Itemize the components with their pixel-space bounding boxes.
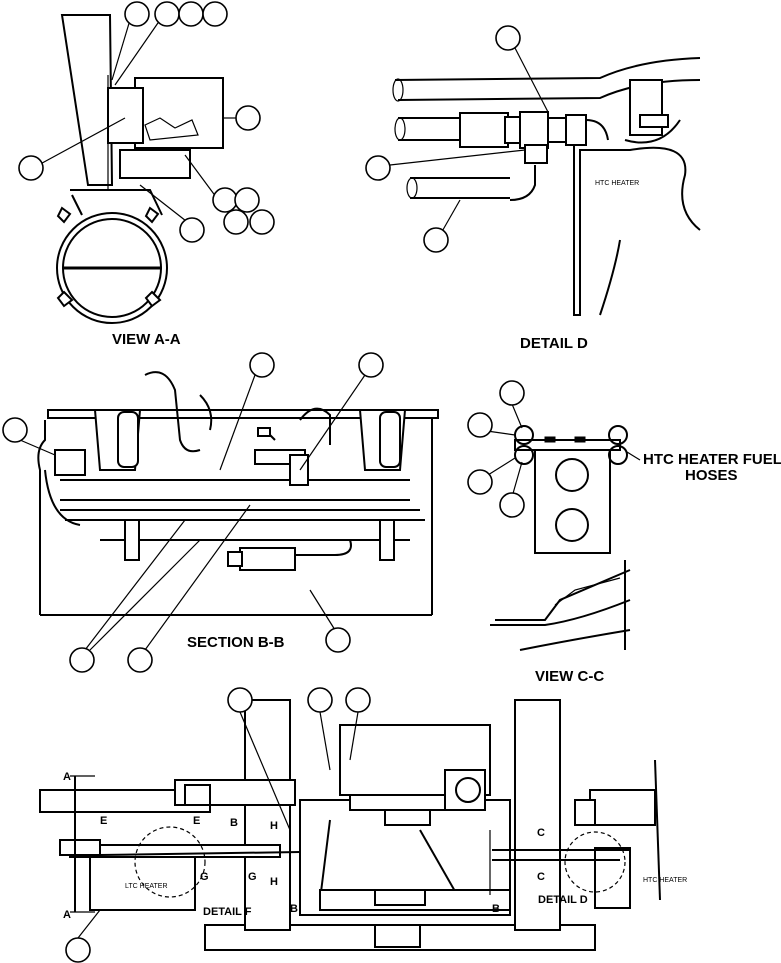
view-cc-drawing xyxy=(490,425,631,651)
main-assembly-drawing xyxy=(39,699,661,951)
section-marker-h-bottom: H xyxy=(270,876,278,888)
detail-d-reference: DETAIL D xyxy=(538,894,588,906)
detail-f-reference: DETAIL F xyxy=(203,906,252,918)
detail-d-drawing xyxy=(392,57,701,316)
view-cc-caption: VIEW C-C xyxy=(535,668,604,685)
main-assembly-leaders xyxy=(77,711,359,939)
section-bb-caption: SECTION B-B xyxy=(187,634,285,651)
section-marker-a-top: A xyxy=(63,771,71,783)
htc-heater-detail-label: HTC HEATER xyxy=(595,180,639,187)
view-aa-caption: VIEW A-A xyxy=(112,331,181,348)
view-aa-drawing xyxy=(56,14,224,324)
detail-d-caption: DETAIL D xyxy=(520,335,588,352)
section-marker-g-left: G xyxy=(200,871,209,883)
section-marker-b-top: B xyxy=(230,817,238,829)
htc-hoses-label-line2: HOSES xyxy=(685,467,738,484)
section-marker-a-bottom: A xyxy=(63,909,71,921)
section-marker-b-left: B xyxy=(290,903,298,915)
section-marker-h-top: H xyxy=(270,820,278,832)
section-marker-b-right: B xyxy=(492,903,500,915)
detail-d-leaders xyxy=(389,47,549,236)
main-assembly-callouts xyxy=(65,687,371,963)
section-marker-c-top: C xyxy=(537,827,545,839)
detail-d-callouts xyxy=(365,25,521,253)
section-marker-g-right: G xyxy=(248,871,257,883)
section-marker-e-right: E xyxy=(193,815,200,827)
view-aa-callouts xyxy=(18,1,275,243)
section-bb-callouts xyxy=(2,352,384,673)
section-marker-e-left: E xyxy=(100,815,107,827)
section-bb-leaders xyxy=(19,374,366,651)
ltc-heater-label: LTC HEATER xyxy=(125,883,168,890)
section-bb-drawing xyxy=(37,371,439,616)
view-cc-callouts xyxy=(467,380,525,518)
htc-heater-main-label: HTC HEATER xyxy=(643,877,687,884)
htc-hoses-label-line1: HTC HEATER FUEL xyxy=(643,451,781,468)
section-marker-c-bottom: C xyxy=(537,871,545,883)
